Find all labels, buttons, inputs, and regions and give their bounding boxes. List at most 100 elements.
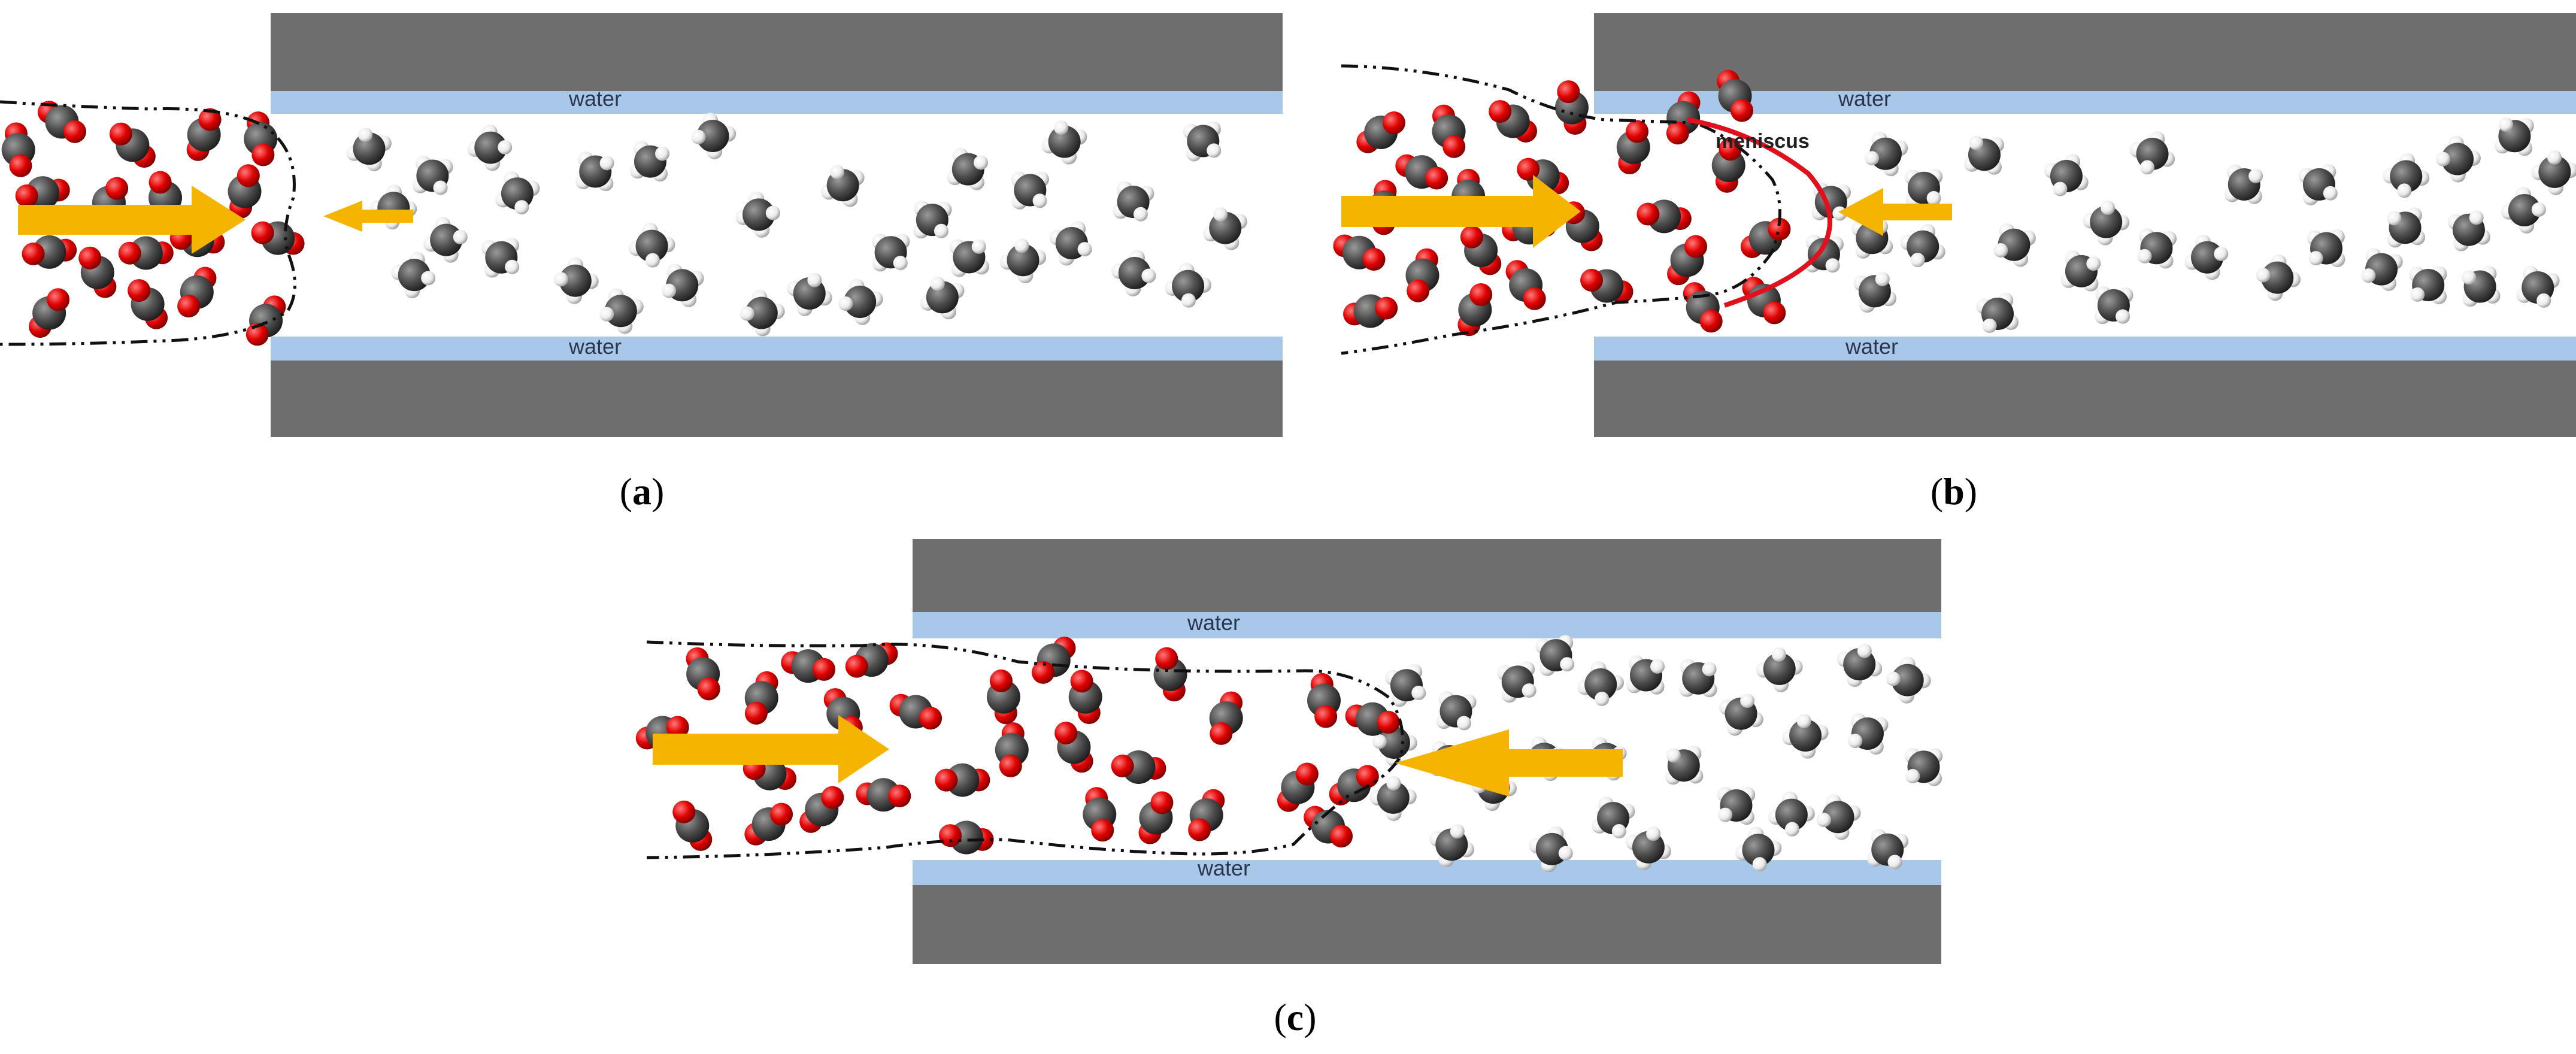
co2-molecule-icon (1111, 750, 1166, 784)
co2-flow-arrow (1341, 175, 1581, 248)
ch4-molecule-icon (1041, 120, 1087, 165)
panel-b: water water meniscus (1333, 13, 2576, 437)
ch4-molecule-icon (1853, 272, 1897, 313)
co2-molecule-icon (1153, 647, 1187, 702)
ch4-molecule-icon (2516, 266, 2560, 308)
co2-molecule-icon (37, 101, 86, 143)
co2-molecule-icon (1395, 154, 1448, 190)
ch4-molecule-icon (1717, 786, 1756, 825)
ch4-molecule-icon (662, 264, 704, 307)
co2-molecule-icon (672, 800, 713, 851)
ch4-molecule-icon (1900, 223, 1945, 268)
ch4-molecule-icon (1385, 664, 1426, 707)
co2-molecule-icon (856, 778, 911, 812)
ch4-molecule-icon (1592, 796, 1635, 838)
ch4-molecule-icon (821, 165, 865, 207)
co2-molecule-icon (251, 221, 305, 255)
ch4-molecule-icon (1429, 824, 1474, 867)
co2-molecule-icon (186, 108, 222, 161)
ch4-molecule-icon (1886, 656, 1931, 704)
co2-molecule-icon (1068, 670, 1102, 725)
co2-molecule-icon (1209, 691, 1243, 745)
co2-molecule-icon (228, 164, 262, 219)
co2-molecule-icon (889, 693, 942, 730)
ch4-molecule-icon (1964, 135, 2004, 175)
caption-a: (a) (620, 470, 665, 513)
co2-molecule-icon (1636, 199, 1692, 234)
meniscus-curve (1687, 117, 1832, 308)
ch4-molecule-icon (872, 234, 910, 272)
co2-molecule-icon (1345, 702, 1400, 736)
water-film-bottom (1594, 337, 2576, 361)
ch4-molecule-icon (495, 171, 540, 215)
water-label-top: water (1838, 86, 1891, 111)
ch4-molecule-icon (575, 151, 614, 192)
ch4-molecule-icon (1782, 714, 1829, 759)
co2-molecule-icon (78, 246, 117, 298)
ch4-molecule-icon (740, 289, 785, 337)
co2-molecule-icon (1329, 765, 1379, 805)
ch4-molecule-icon (1203, 207, 1247, 250)
ch4-molecule-icon (628, 222, 675, 268)
ch4-molecule-icon (553, 257, 599, 304)
ch4-molecule-icon (913, 200, 952, 239)
ch4-molecule-icon (1904, 169, 1943, 208)
ch4-molecule-icon (599, 288, 644, 334)
co2-molecule-icon (109, 122, 156, 168)
pore-wall-bottom (271, 361, 1283, 437)
water-label-top: water (1187, 610, 1240, 635)
ch4-molecule-icon (2501, 187, 2546, 234)
ch4-molecule-icon (1011, 171, 1049, 210)
ch4-flow-arrow (323, 201, 413, 232)
co2-molecule-icon (781, 649, 836, 683)
ch4-molecule-icon (1768, 791, 1815, 837)
co2-molecule-icon (1343, 294, 1398, 328)
co2-molecule-icon (1740, 217, 1791, 258)
ch4-molecule-icon (1626, 655, 1665, 695)
co2-molecule-icon (29, 288, 70, 338)
ch4-molecule-icon (2494, 117, 2534, 156)
ch4-molecule-icon (1626, 826, 1672, 870)
water-film-bottom (913, 860, 1941, 885)
ch4-molecule-icon (1113, 181, 1154, 222)
water-label-bottom: water (1197, 856, 1250, 880)
ch4-molecule-icon (1993, 223, 2036, 267)
ch4-molecule-icon (1867, 829, 1909, 870)
water-label-bottom: water (568, 334, 622, 359)
co2-molecule-icon (1460, 225, 1502, 275)
co2-molecule-icon (1307, 673, 1341, 728)
co2-flow-arrow (18, 186, 246, 254)
co2-region (1, 101, 305, 346)
co2-molecule-icon (1683, 282, 1723, 333)
panel-c: water water (635, 539, 1943, 964)
co2-flow-arrow (653, 715, 889, 783)
co2-molecule-icon (744, 671, 778, 725)
ch4-molecule-icon (2060, 250, 2101, 292)
ch4-molecule-icon (1111, 250, 1156, 296)
co2-molecule-icon (1711, 138, 1745, 193)
ch4-region (346, 113, 1247, 337)
co2-molecule-icon (1083, 787, 1117, 842)
ch4-molecule-icon (1817, 794, 1861, 840)
ch4-molecule-icon (2137, 228, 2177, 269)
ch4-molecule-icon (2044, 153, 2089, 196)
ch4-molecule-icon (1436, 691, 1477, 731)
co2-molecule-icon (1717, 69, 1754, 122)
ch4-molecule-icon (1165, 262, 1212, 308)
ch4-molecule-icon (481, 237, 520, 278)
water-film-top (913, 612, 1941, 638)
co2-molecule-icon (995, 722, 1029, 778)
ch4-molecule-icon (999, 238, 1047, 284)
ch4-molecule-icon (1577, 661, 1625, 706)
ch4-flow-arrow (1395, 729, 1623, 796)
co2-molecule-icon (939, 820, 994, 855)
co2-molecule-icon (15, 176, 70, 210)
ch4-molecule-icon (1719, 693, 1763, 736)
co2-molecule-icon (1554, 80, 1589, 135)
water-label-top: water (568, 86, 622, 111)
co2-molecule-icon (1616, 120, 1650, 175)
ch4-molecule-icon (1865, 131, 1908, 177)
meniscus-label: meniscus (1716, 130, 1810, 153)
ch4-molecule-icon (2447, 210, 2491, 252)
ch4-molecule-icon (2224, 164, 2263, 204)
